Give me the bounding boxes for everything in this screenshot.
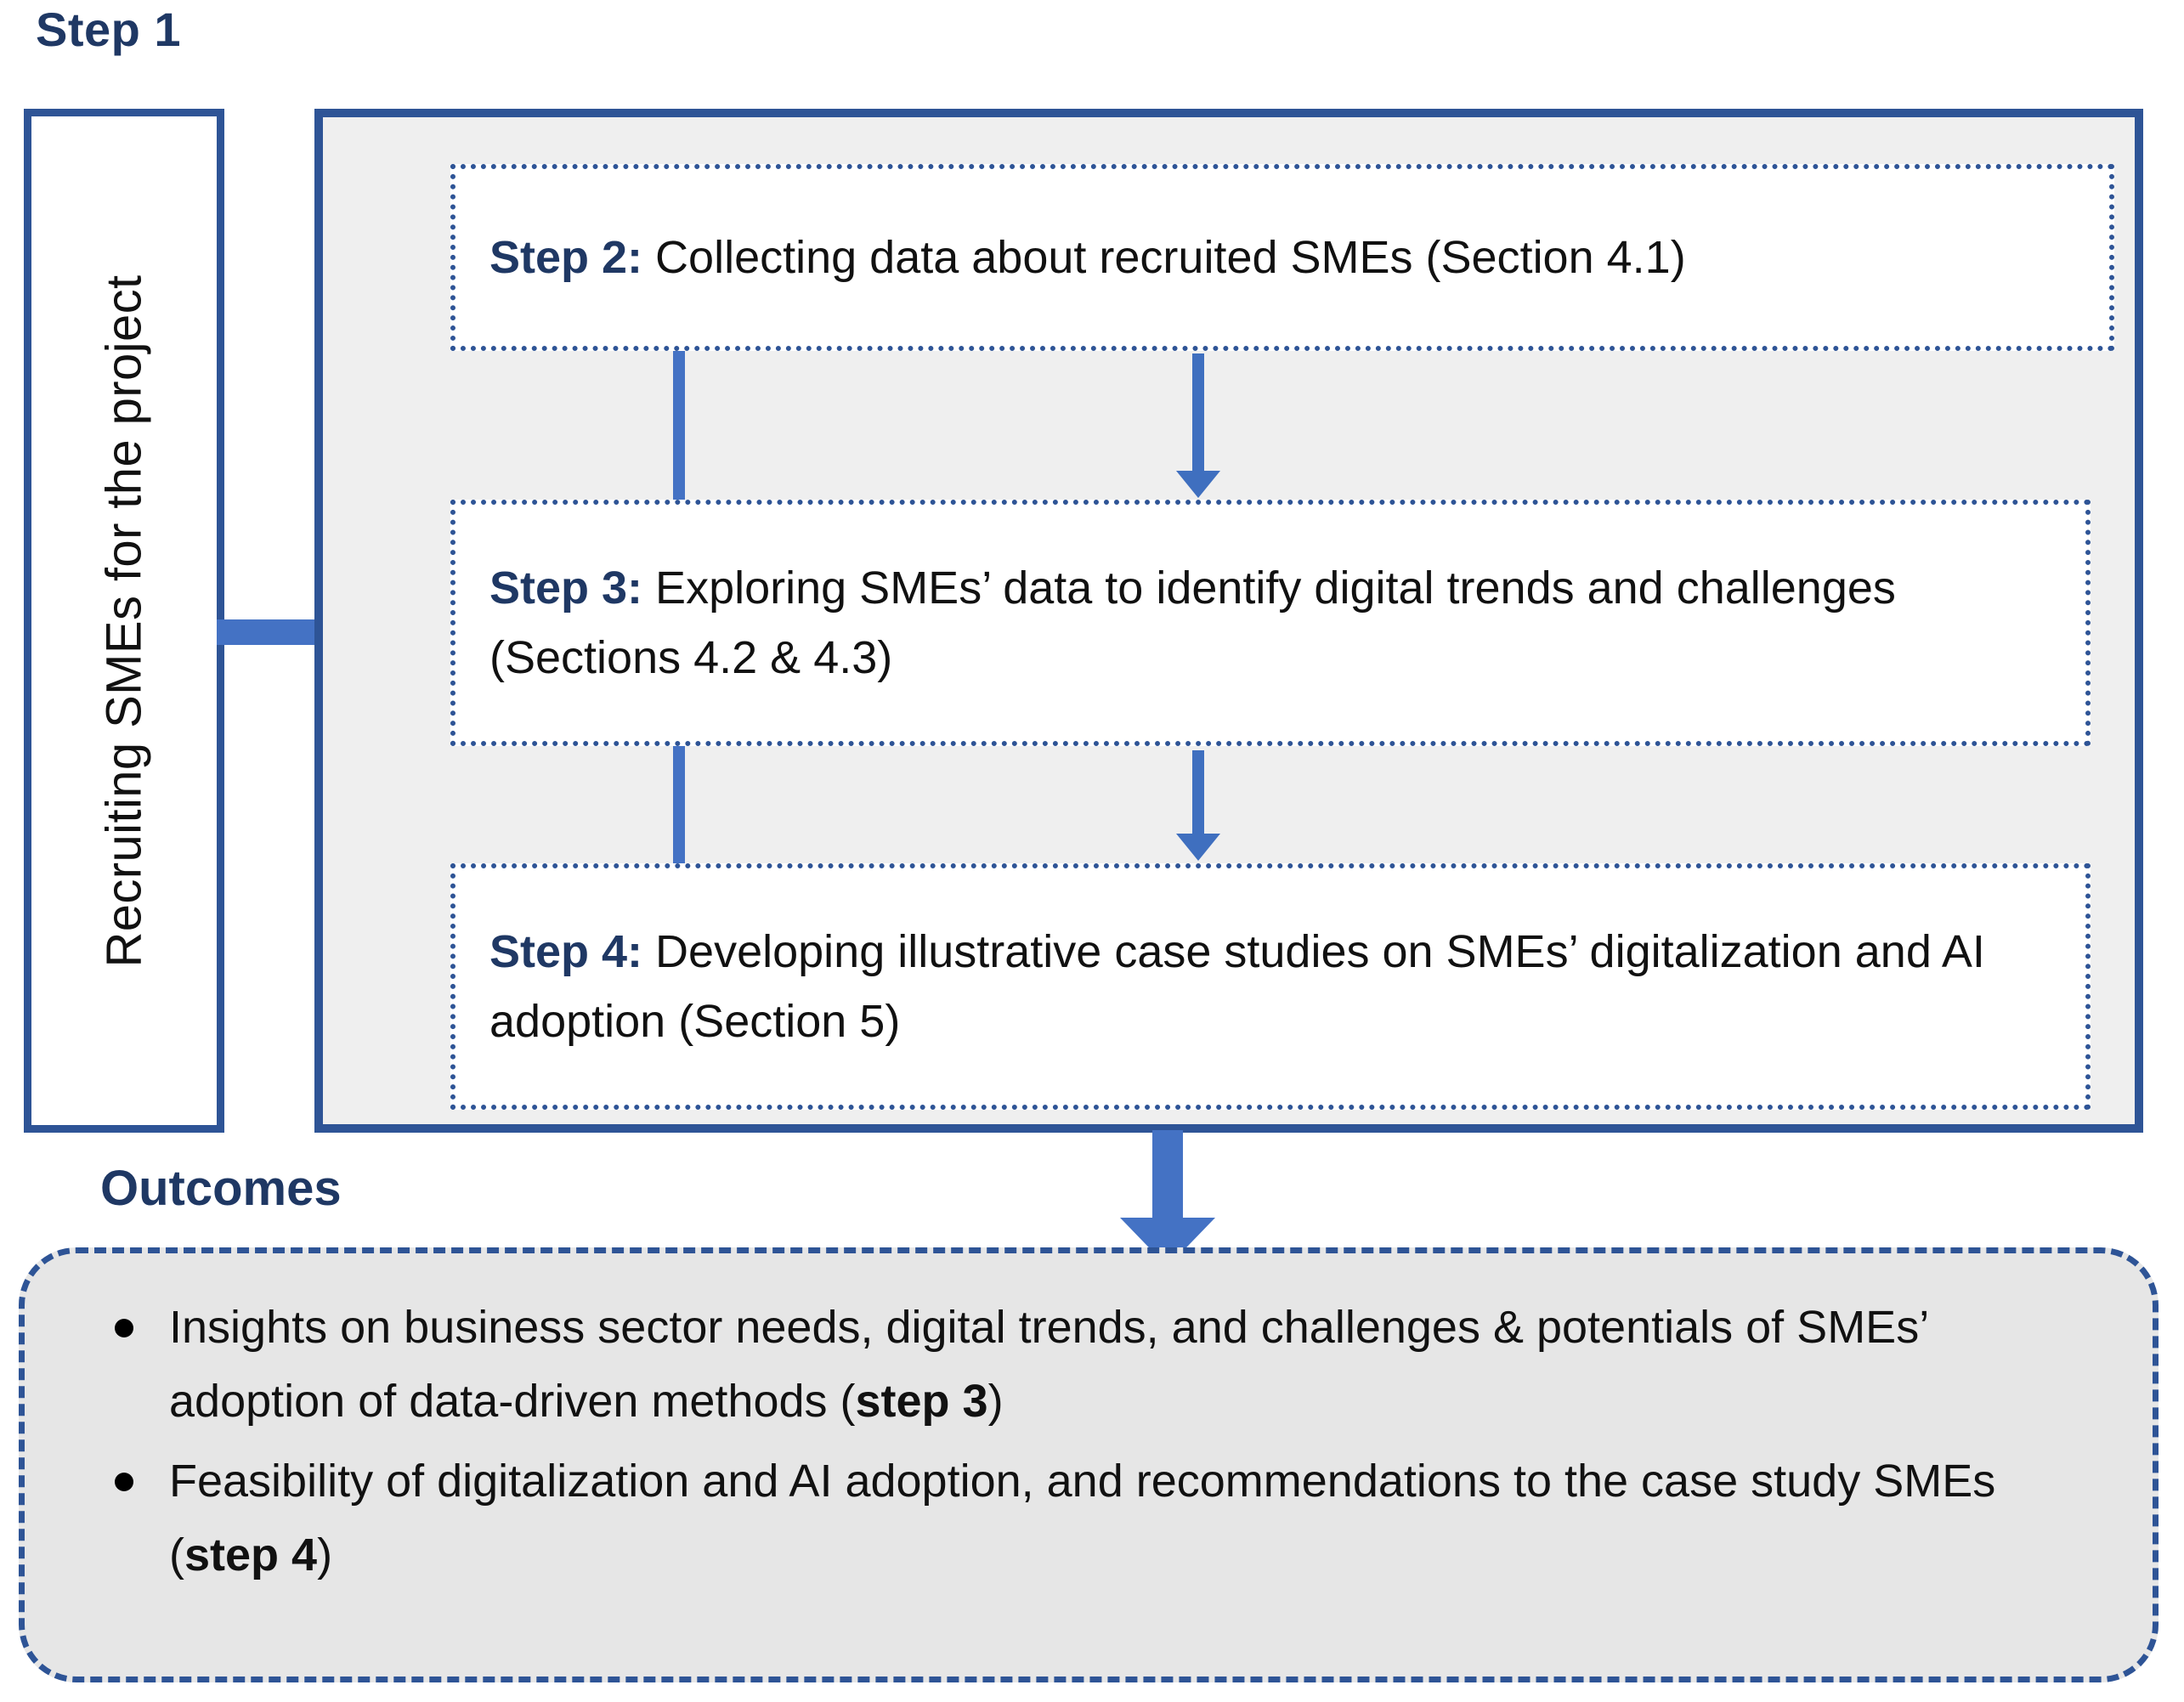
step-1-heading: Step 1	[36, 3, 182, 56]
bullet-dot-icon	[115, 1472, 133, 1491]
step-4-label: Step 4:	[489, 925, 643, 977]
step-1-vertical-label: Recruiting SMEs for the project	[96, 274, 152, 968]
outcome-1-text-after: )	[987, 1376, 1004, 1428]
arrow-step2-to-step3-icon	[1192, 353, 1204, 472]
step-3-description: Exploring SMEs’ data to identify digital…	[489, 562, 1896, 683]
outcome-1-step-ref: step 3	[855, 1376, 988, 1428]
outcomes-heading: Outcomes	[100, 1161, 342, 1216]
step-2-box: Step 2: Collecting data about recruited …	[450, 164, 2114, 351]
step-2-description: Collecting data about recruited SMEs (Se…	[642, 231, 1686, 283]
step-3-box: Step 3: Exploring SMEs’ data to identify…	[450, 500, 2091, 746]
step-4-text: Step 4: Developing illustrative case stu…	[455, 917, 2085, 1056]
step-3-text: Step 3: Exploring SMEs’ data to identify…	[455, 553, 2085, 693]
step-1-box: Recruiting SMEs for the project	[24, 109, 224, 1133]
arrow-step3-to-step4-icon	[1192, 750, 1204, 835]
outcome-2-text-before: Feasibility of digitalization and AI ado…	[169, 1455, 1996, 1581]
process-container: Step 2: Collecting data about recruited …	[314, 109, 2143, 1133]
outcome-item: Feasibility of digitalization and AI ado…	[76, 1445, 2091, 1593]
arrow-step1-to-container-icon	[217, 619, 325, 645]
step-4-box: Step 4: Developing illustrative case stu…	[450, 863, 2091, 1110]
arrow-container-to-outcomes-icon	[1152, 1130, 1183, 1219]
step-4-description: Developing illustrative case studies on …	[489, 925, 1985, 1047]
outcomes-box: Insights on business sector needs, digit…	[19, 1247, 2159, 1682]
outcome-1-text-before: Insights on business sector needs, digit…	[169, 1302, 1928, 1428]
outcomes-list: Insights on business sector needs, digit…	[76, 1291, 2091, 1593]
step-2-text: Step 2: Collecting data about recruited …	[455, 223, 1720, 292]
outcome-item: Insights on business sector needs, digit…	[76, 1291, 2091, 1439]
bullet-dot-icon	[115, 1319, 133, 1337]
step-2-label: Step 2:	[489, 231, 643, 283]
outcome-2-text-after: )	[317, 1530, 333, 1581]
step-3-label: Step 3:	[489, 562, 643, 614]
outcome-2-step-ref: step 4	[184, 1530, 318, 1581]
